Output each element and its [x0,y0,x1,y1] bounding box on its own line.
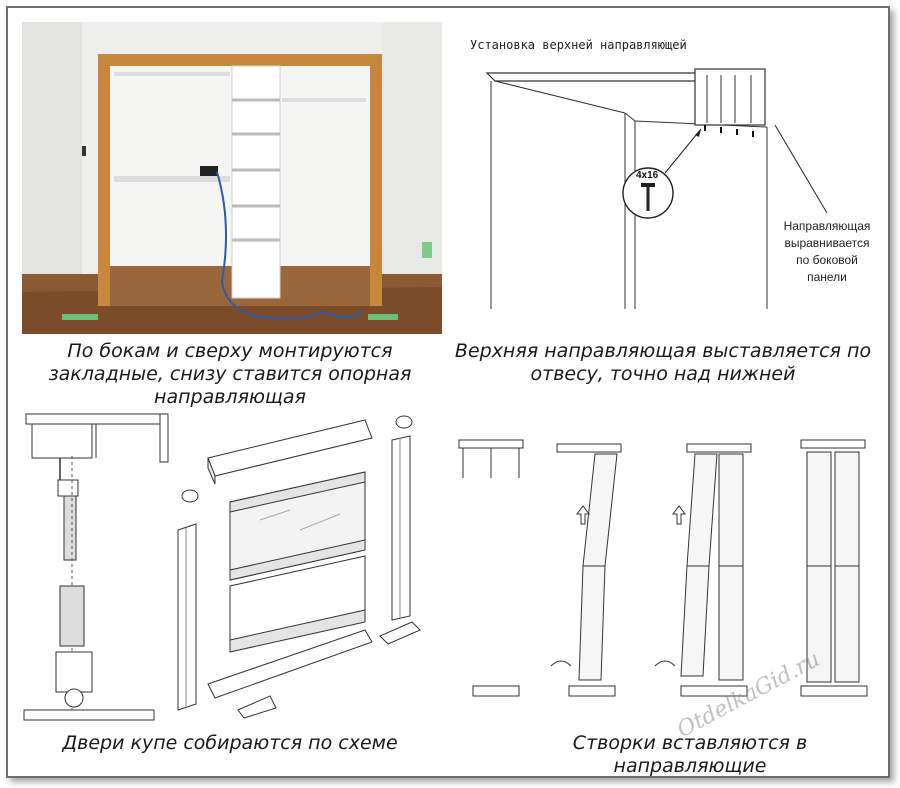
door-insertion-diagram [458,439,868,697]
caption-bottom-left: Двери купе собираются по схеме [62,732,398,754]
screw-size-label: 4х16 [636,170,659,181]
diagram-title: Установка верхней направляющей [470,38,687,52]
closet-photo [22,22,442,334]
caption-bottom-right: Створки вставляются в направляющие [572,732,808,777]
caption-top-left: По бокам и сверху монтируются закладные,… [48,340,412,408]
alignment-note: Направляющая выравнивается по боковой па… [783,219,871,284]
caption-top-right: Верхняя направляющая выставляется по отв… [454,340,872,385]
door-assembly-diagram [23,413,421,721]
rail-installation-diagram [485,68,828,309]
